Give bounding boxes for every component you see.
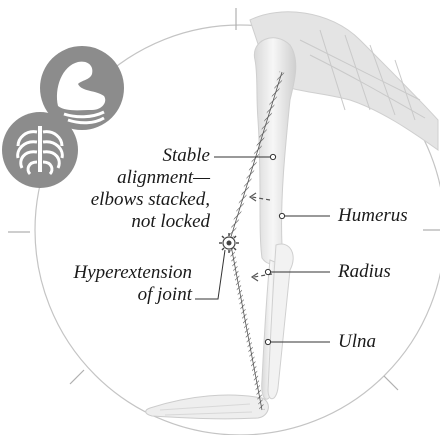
stable-line-3: elbows stacked, [70, 189, 210, 211]
humerus-bone [254, 38, 295, 264]
ribcage-icon [2, 112, 78, 188]
ulna-label: Ulna [338, 331, 376, 353]
radius-label: Radius [338, 261, 391, 283]
joint-gear-icon [219, 233, 239, 253]
stable-line-4: not locked [70, 211, 210, 233]
hand-bones [146, 395, 269, 419]
stable-line-2: alignment— [70, 167, 210, 189]
hyperextension-label: Hyperextension of joint [30, 262, 192, 306]
hyper-line-1: Hyperextension [30, 262, 192, 284]
humerus-label: Humerus [338, 205, 408, 227]
hyper-line-2: of joint [30, 284, 192, 306]
stable-alignment-label: Stable alignment— elbows stacked, not lo… [70, 145, 210, 233]
stable-line-1: Stable [70, 145, 210, 167]
